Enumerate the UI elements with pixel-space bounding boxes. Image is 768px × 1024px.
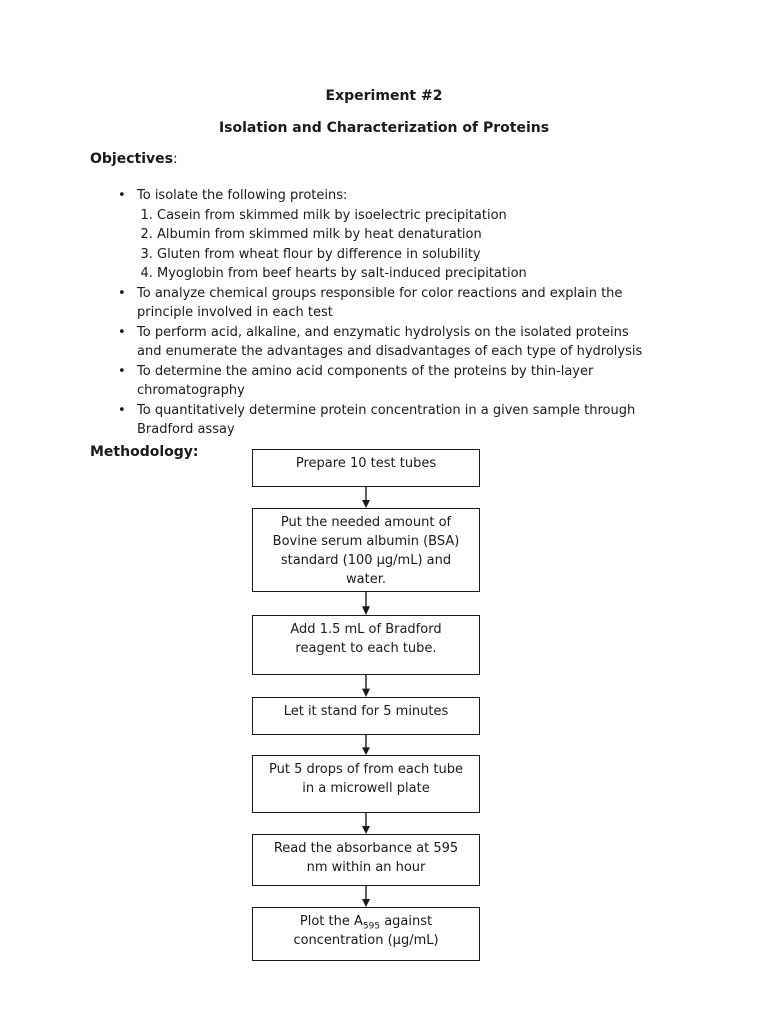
flow-step-add-bradford: Add 1.5 mL of Bradford reagent to each t… <box>252 615 480 675</box>
objective-item-analyze: To analyze chemical groups responsible f… <box>116 284 681 323</box>
objective-text: To perform acid, alkaline, and enzymatic… <box>137 324 643 360</box>
flow-arrow-icon <box>362 813 370 834</box>
objectives-list: To isolate the following proteins: Casei… <box>116 186 681 440</box>
flow-step-read-absorbance: Read the absorbance at 595 nm within an … <box>252 834 480 886</box>
plot-step-line2: concentration (μg/mL) <box>293 933 439 948</box>
objective-item-determine: To determine the amino acid components o… <box>116 362 681 401</box>
flow-arrow-icon <box>362 487 370 508</box>
objectives-heading-colon: : <box>172 151 178 167</box>
objective-text: To isolate the following proteins: <box>137 188 348 203</box>
plot-step-subscript: 595 <box>362 921 381 932</box>
flow-arrow-icon <box>362 735 370 755</box>
plot-step-suffix: against <box>380 914 433 929</box>
isolation-item: Casein from skimmed milk by isoelectric … <box>157 206 681 226</box>
objective-text: To determine the amino acid components o… <box>137 363 594 399</box>
flow-step-stand-5-minutes: Let it stand for 5 minutes <box>252 697 480 735</box>
isolation-item: Albumin from skimmed milk by heat denatu… <box>157 225 681 245</box>
isolation-sublist: Casein from skimmed milk by isoelectric … <box>137 206 681 284</box>
flow-step-microwell-plate: Put 5 drops of from each tube in a micro… <box>252 755 480 813</box>
objectives-heading-label: Objectives <box>90 151 173 167</box>
flow-arrow-icon <box>362 592 370 615</box>
objective-text: To analyze chemical groups responsible f… <box>137 285 623 321</box>
isolation-item: Myoglobin from beef hearts by salt-induc… <box>157 264 681 284</box>
objectives-heading: Objectives: <box>90 151 178 167</box>
page-subtitle: Isolation and Characterization of Protei… <box>218 120 550 136</box>
page-title: Experiment #2 <box>325 88 443 104</box>
methodology-heading: Methodology: <box>90 444 199 460</box>
flow-arrow-icon <box>362 886 370 907</box>
plot-step-prefix: Plot the A <box>299 914 363 929</box>
objective-item-perform: To perform acid, alkaline, and enzymatic… <box>116 323 681 362</box>
flow-arrow-icon <box>362 675 370 697</box>
objective-item-isolate: To isolate the following proteins: Casei… <box>116 186 681 284</box>
objective-text: To quantitatively determine protein conc… <box>137 402 636 438</box>
flow-step-add-bsa: Put the needed amount of Bovine serum al… <box>252 508 480 592</box>
isolation-item: Gluten from wheat flour by difference in… <box>157 245 681 265</box>
flow-step-prepare-tubes: Prepare 10 test tubes <box>252 449 480 487</box>
objective-item-quantify: To quantitatively determine protein conc… <box>116 401 681 440</box>
flow-step-plot-absorbance: Plot the A595 against concentration (μg/m… <box>252 907 480 961</box>
